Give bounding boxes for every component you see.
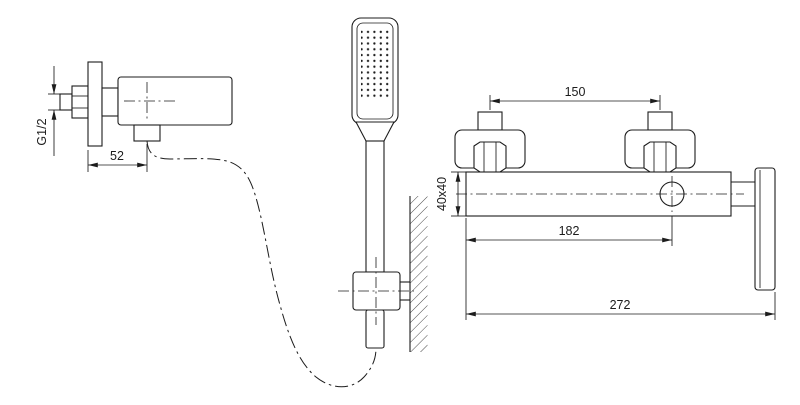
hose-connector-stub: [365, 309, 385, 349]
dimension-label-bar-profile: 40x40: [435, 177, 449, 211]
shower-hose: [146, 140, 377, 388]
lever-handle: [754, 167, 776, 291]
body-connector: [101, 87, 119, 117]
hose-outlet-stub: [133, 124, 161, 142]
right-pipe-union: [647, 111, 673, 131]
shower-head-taper: [355, 121, 395, 142]
dimension-label-connection-spacing: 150: [565, 85, 586, 99]
inlet-pipe: [59, 93, 73, 111]
dimension-label-thread: G1/2: [35, 118, 49, 145]
mixer-front-view: [454, 111, 776, 291]
dimension-bar-profile: 40x40: [435, 171, 466, 217]
wall-flange: [87, 61, 103, 147]
left-hex-nut: [473, 141, 507, 173]
dimension-overall-length: 272: [465, 292, 776, 320]
wall-section: [409, 196, 428, 352]
inlet-hex-nut: [71, 85, 89, 119]
wall-hatching: [410, 196, 428, 352]
hand-shower: [338, 17, 414, 349]
dimension-outlet-distance: 182: [465, 216, 673, 320]
dimension-label-valve-offset: 52: [110, 149, 124, 163]
dimension-valve-offset: 52: [87, 144, 148, 172]
shower-head-inner: [356, 22, 394, 120]
dimension-connection-spacing: 150: [489, 85, 661, 110]
dimension-thread: G1/2: [35, 66, 60, 156]
spray-face-nozzles: [361, 28, 389, 100]
left-pipe-union: [477, 111, 503, 131]
dimension-label-overall-length: 272: [610, 298, 631, 312]
mixer-side-view: [59, 61, 233, 147]
right-hex-nut: [643, 141, 677, 173]
dimension-label-outlet-distance: 182: [559, 224, 580, 238]
shower-handle: [365, 140, 385, 273]
